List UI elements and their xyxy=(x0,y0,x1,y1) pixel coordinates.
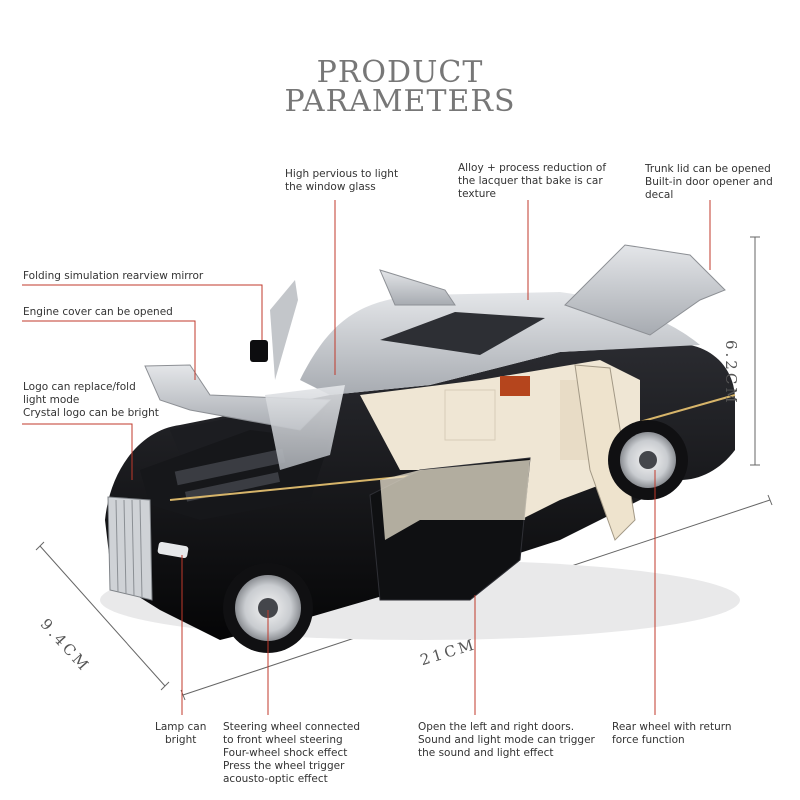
grille xyxy=(107,496,153,601)
label-rear-wheel: Rear wheel with return force function xyxy=(612,721,732,746)
label-rearview-mirror: Folding simulation rearview mirror xyxy=(23,270,204,282)
label-doors: Open the left and right doors. Sound and… xyxy=(418,721,595,759)
rear-door-open xyxy=(574,364,636,541)
title-line-1: PRODUCT xyxy=(316,55,484,90)
sunroof xyxy=(380,312,545,355)
label-engine-cover: Engine cover can be opened xyxy=(23,306,173,318)
leader-lines xyxy=(22,200,711,715)
title-line-2: PARAMETERS xyxy=(284,84,516,119)
headlight xyxy=(157,541,189,559)
label-steering-wheel: Steering wheel connected to front wheel … xyxy=(223,721,360,785)
label-trunk-lid: Trunk lid can be opened Built-in door op… xyxy=(645,163,773,201)
label-lamp: Lamp can bright xyxy=(155,721,207,746)
trunk-lid-open xyxy=(564,244,726,336)
label-lacquer: Alloy + process reduction of the lacquer… xyxy=(458,162,607,200)
label-window-glass: High pervious to light the window glass xyxy=(285,168,399,193)
rearview-mirror xyxy=(250,340,268,362)
label-logo: Logo can replace/fold light mode Crystal… xyxy=(23,381,159,419)
rear-wheel xyxy=(608,420,688,500)
front-wheel xyxy=(223,563,313,653)
car-model xyxy=(100,244,740,653)
dimension-height: 6.2CM xyxy=(722,340,740,406)
